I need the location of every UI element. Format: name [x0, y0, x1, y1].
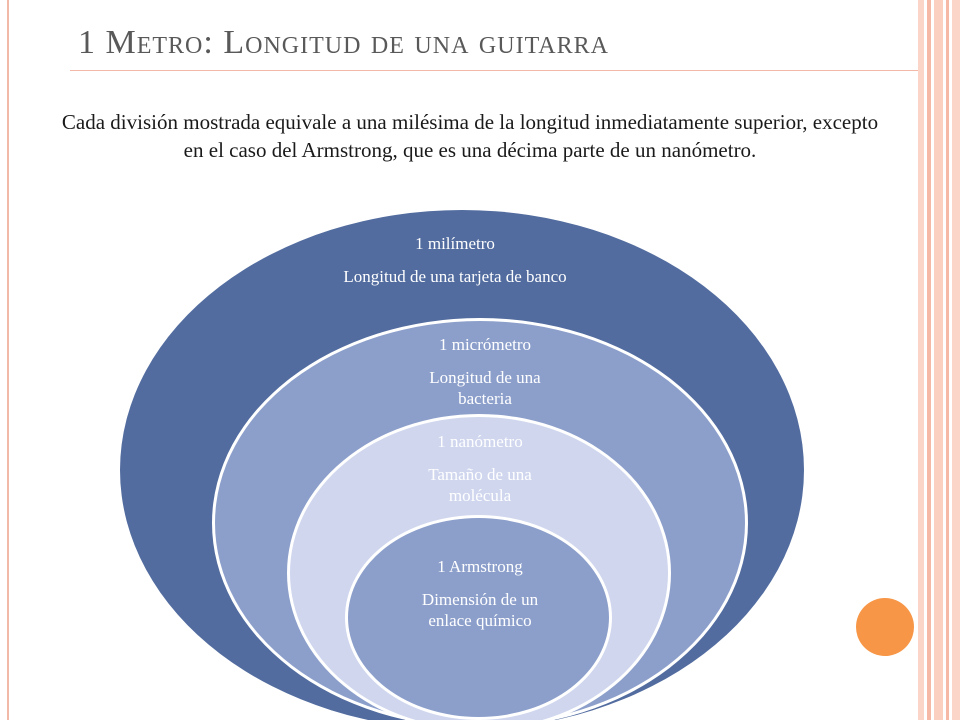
right-decorative-stripes: [918, 0, 960, 720]
description-label: Longitud de una bacteria: [429, 368, 541, 408]
label-micrometer: 1 micrómetro Longitud de una bacteria: [360, 334, 610, 409]
slide-description: Cada división mostrada equivale a una mi…: [61, 110, 879, 162]
orange-circle-decoration: [856, 598, 914, 656]
label-nanometer: 1 nanómetro Tamaño de una molécula: [355, 431, 605, 506]
label-armstrong: 1 Armstrong Dimensión de un enlace quími…: [380, 556, 580, 631]
description-label: Tamaño de una molécula: [428, 465, 532, 505]
description-label: Dimensión de un enlace químico: [421, 590, 539, 630]
slide-title: 1 Metro: Longitud de una guitarra: [78, 24, 609, 61]
label-millimeter: 1 milímetro Longitud de una tarjeta de b…: [330, 233, 580, 287]
unit-label: 1 milímetro: [415, 234, 495, 253]
unit-label: 1 micrómetro: [438, 335, 532, 354]
ellipse-armstrong: [345, 515, 612, 720]
unit-label: 1 Armstrong: [437, 557, 523, 576]
description-label: Longitud de una tarjeta de banco: [343, 267, 567, 286]
unit-label: 1 nanómetro: [437, 432, 523, 451]
left-border-line: [7, 0, 9, 720]
title-underline: [70, 70, 918, 71]
